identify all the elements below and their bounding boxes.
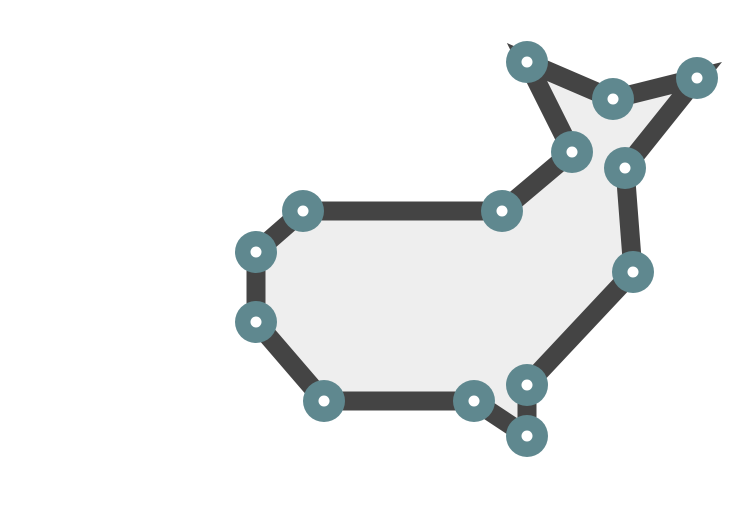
vertex-handle-center [496,205,508,217]
vertex-handle[interactable] [235,301,277,343]
vertex-handle-center [619,162,631,174]
vertex-handle[interactable] [592,78,634,120]
vertex-handle[interactable] [453,380,495,422]
vertex-handle-center [607,93,619,105]
vertex-handle-center [318,395,330,407]
vertex-handle[interactable] [604,147,646,189]
vertex-handle-center [521,430,533,442]
vertex-handle[interactable] [303,380,345,422]
vertex-handle-center [250,316,262,328]
vertex-handles [235,41,718,457]
vertex-handle[interactable] [551,131,593,173]
vertex-handle[interactable] [506,364,548,406]
vertex-handle[interactable] [282,190,324,232]
vertex-handle[interactable] [506,41,548,83]
vertex-handle-center [691,72,703,84]
vertex-handle[interactable] [612,251,654,293]
vertex-handle[interactable] [506,415,548,457]
vertex-handle-center [250,246,262,258]
vertex-handle[interactable] [676,57,718,99]
vertex-handle[interactable] [235,231,277,273]
vertex-handle-center [627,266,639,278]
vertex-handle-center [521,56,533,68]
vertex-handle-center [566,146,578,158]
vertex-handle[interactable] [481,190,523,232]
vertex-handle-center [521,379,533,391]
vertex-handle-center [297,205,309,217]
vertex-handle-center [468,395,480,407]
